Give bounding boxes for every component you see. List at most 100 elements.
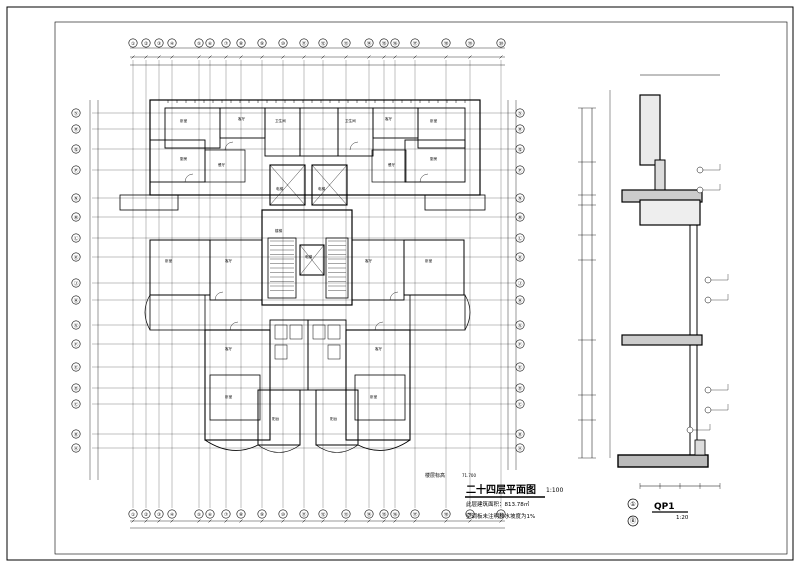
- door-swing: [214, 291, 224, 301]
- axis-label: ⑯: [393, 40, 398, 47]
- room-label: 卧室: [165, 258, 173, 263]
- dimension-tick: [382, 55, 386, 59]
- axis-bubble: [390, 509, 400, 519]
- room-label: 客厅: [375, 346, 383, 351]
- axis-bubble: [71, 320, 81, 330]
- axis-bubble: [71, 339, 81, 349]
- axis-bubble: [71, 144, 81, 154]
- axis-label: Ⓚ: [74, 254, 79, 261]
- axis-bubble: [71, 212, 81, 222]
- dimension-tick: [302, 55, 306, 59]
- axis-bubble: [194, 38, 204, 48]
- detail-upper-wall: [639, 94, 661, 166]
- axis-label: ①: [131, 41, 135, 47]
- lower-right-bed: [354, 374, 406, 421]
- axis-label: ⑲: [468, 40, 473, 47]
- room-label: 厨房: [430, 156, 438, 161]
- detail-callout-bubble: [686, 426, 694, 434]
- axis-bubble: [141, 38, 151, 48]
- room-label: 卧室: [225, 394, 233, 399]
- room-label: 电梯: [305, 254, 313, 259]
- dimension-tick: [224, 55, 228, 59]
- detail-scale: 1:20: [676, 515, 689, 521]
- axis-label: Ⓓ: [518, 385, 523, 392]
- upper-right-unit: [417, 107, 466, 149]
- axis-label: Ⓝ: [74, 195, 79, 202]
- dimension-tick: [444, 55, 448, 59]
- axis-label: Ⓒ: [74, 401, 79, 408]
- axis-label: ⑯: [393, 511, 398, 518]
- axis-label: Ⓗ: [74, 297, 79, 304]
- axis-label: ⑩: [281, 512, 285, 518]
- axis-label: Ⓢ: [518, 110, 523, 117]
- dimension-tick: [131, 55, 135, 59]
- detail-callout-bubble: [696, 166, 704, 174]
- mid-left-bay: [149, 294, 206, 331]
- door-swing: [374, 321, 384, 331]
- plan-drain-note: 空调板未注明排水坡度为1%: [466, 512, 535, 520]
- axis-bubble: [71, 443, 81, 453]
- door-swing: [389, 291, 399, 301]
- axis-bubble: [515, 252, 525, 262]
- door-swing: [419, 173, 429, 183]
- axis-bubble: [515, 144, 525, 154]
- axis-label: ⑱: [444, 511, 449, 518]
- axis-label: ⑨: [260, 41, 264, 47]
- lower-left-core: [269, 319, 309, 391]
- axis-bubble: [515, 193, 525, 203]
- axis-label: ②: [144, 512, 148, 518]
- dimension-tick: [208, 519, 212, 523]
- axis-bubble: [71, 429, 81, 439]
- axis-label: ⑲: [468, 511, 473, 518]
- door-swing: [184, 173, 194, 183]
- upper-center-left: [299, 107, 339, 157]
- axis-bubble: [515, 339, 525, 349]
- axis-bubble: [390, 38, 400, 48]
- right-balcony: [424, 194, 486, 211]
- axis-label: ⑮: [382, 511, 387, 518]
- axis-label: ⑭: [367, 40, 372, 47]
- room-label: 客厅: [385, 116, 393, 121]
- elevator-left: [269, 164, 306, 206]
- axis-bubble: [410, 38, 420, 48]
- toilet-cell: [274, 324, 288, 340]
- axis-label: Ⓑ: [74, 431, 79, 438]
- axis-bubble: [515, 165, 525, 175]
- axis-bubble: [71, 383, 81, 393]
- detail-axis-b: Ⓑ: [630, 517, 636, 525]
- axis-label: Ⓢ: [74, 110, 79, 117]
- mid-right-bay: [409, 294, 466, 331]
- dimension-tick: [281, 55, 285, 59]
- axis-label: ⑮: [382, 40, 387, 47]
- axis-bubble: [515, 108, 525, 118]
- axis-label: Ⓠ: [74, 146, 79, 153]
- dimension-tick: [197, 519, 201, 523]
- detail-upper-column: [654, 159, 666, 191]
- axis-bubble: [167, 509, 177, 519]
- axis-label: Ⓕ: [518, 341, 523, 348]
- axis-label: ⑦: [224, 41, 228, 47]
- axis-bubble: [205, 509, 215, 519]
- frame-border: [54, 21, 788, 555]
- right-kitchen-block: [404, 139, 466, 183]
- axis-bubble: [71, 295, 81, 305]
- axis-bubble: [515, 399, 525, 409]
- dimension-tick: [321, 519, 325, 523]
- detail-callout-bubble: [704, 276, 712, 284]
- axis-bubble: [194, 509, 204, 519]
- dimension-tick: [499, 55, 503, 59]
- axis-label: ①: [131, 512, 135, 518]
- axis-bubble: [515, 278, 525, 288]
- sheet-border: [6, 6, 794, 561]
- detail-beam-upper: [639, 199, 701, 226]
- axis-bubble: [410, 509, 420, 519]
- room-label: 厨房: [180, 156, 188, 161]
- detail-axis-bubble-b: [627, 515, 639, 527]
- dimension-tick: [499, 519, 503, 523]
- axis-label: Ⓖ: [74, 322, 79, 329]
- room-label: 阳台: [272, 416, 280, 421]
- axis-label: Ⓖ: [518, 322, 523, 329]
- axis-label: Ⓚ: [518, 254, 523, 261]
